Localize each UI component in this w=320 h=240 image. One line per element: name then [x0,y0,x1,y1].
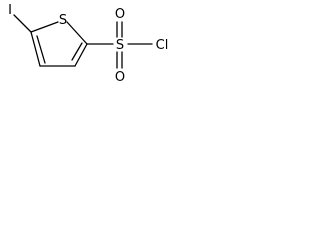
bond-c5-ring-sulfur [30,21,59,33]
bond-c3-c2 [74,43,88,67]
bond-iodine-c5 [13,14,32,33]
bond-c5-c4 [30,31,41,67]
atom-label-sulfonyl-sulfur: S [116,38,124,53]
atom-label-chlorine: Cl [156,38,169,53]
bond-layer [13,14,153,69]
bond-c3-c2-double [71,42,83,61]
atom-label-layer: I S S O O Cl [8,3,168,85]
atom-label-oxygen-bottom: O [115,70,125,85]
atom-label-oxygen-top: O [115,7,125,22]
atom-label-ring-sulfur: S [59,13,67,28]
atom-label-iodine: I [8,3,12,18]
bond-ring-sulfur-c2 [66,21,88,45]
bond-c5-c4-double [36,35,46,64]
chemical-structure-diagram: I S S O O Cl [8,3,168,85]
